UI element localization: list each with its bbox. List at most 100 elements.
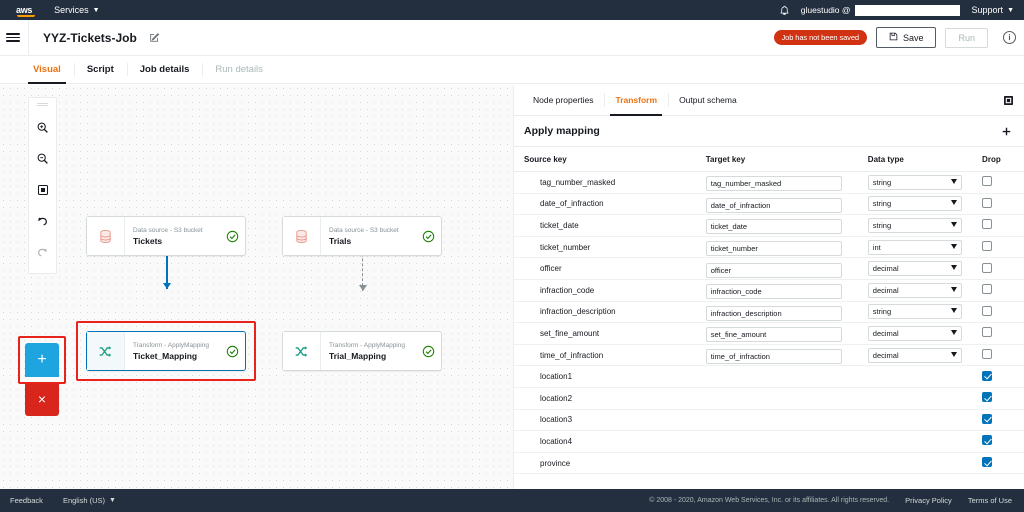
drop-checkbox[interactable] (982, 349, 993, 360)
target-key-input[interactable] (705, 197, 842, 213)
data-type-select[interactable]: decimal (867, 347, 962, 363)
data-type-select[interactable]: string (867, 304, 962, 320)
data-type-value: decimal (867, 325, 962, 341)
node-trials[interactable]: Data source - S3 bucket Trials (282, 216, 442, 256)
data-type-select[interactable]: int (867, 239, 962, 255)
run-button[interactable]: Run (945, 27, 988, 48)
node-text: Data source - S3 bucket Trials (321, 217, 415, 255)
run-label: Run (958, 32, 975, 43)
node-subtitle: Data source - S3 bucket (329, 226, 399, 234)
feedback-link[interactable]: Feedback (10, 496, 43, 505)
tab-node-properties[interactable]: Node properties (533, 95, 594, 105)
tab-run-details[interactable]: Run details (202, 56, 276, 83)
footer-left: Feedback English (US) ▼ (10, 496, 116, 505)
zoom-in-icon[interactable] (28, 112, 57, 143)
add-mapping-icon[interactable] (1001, 126, 1012, 137)
drop-checkbox[interactable] (982, 176, 993, 187)
chevron-down-icon (950, 286, 957, 292)
drop-checkbox[interactable] (982, 370, 993, 381)
node-ticket-mapping[interactable]: Transform - ApplyMapping Ticket_Mapping (86, 331, 246, 371)
fit-to-screen-icon[interactable] (28, 174, 57, 205)
target-key-input[interactable] (705, 327, 842, 343)
aws-top-navigation: aws Services ▼ gluestudio @ Support ▼ (0, 0, 1024, 20)
save-button[interactable]: Save (875, 27, 937, 48)
support-menu[interactable]: Support ▼ (972, 5, 1014, 15)
cell-drop (972, 365, 1024, 388)
cell-source-key: time_of_infraction (514, 344, 696, 367)
node-text: Transform - ApplyMapping Trial_Mapping (321, 332, 415, 370)
drop-checkbox[interactable] (982, 392, 993, 403)
source-key-label: infraction_code (540, 285, 595, 295)
cell-target-key (695, 430, 858, 453)
cell-target-key (695, 171, 858, 194)
delete-node-button[interactable]: × (25, 382, 59, 416)
chevron-down-icon (950, 265, 957, 271)
target-key-input[interactable] (705, 284, 842, 300)
target-key-input[interactable] (705, 349, 842, 365)
tab-output-schema[interactable]: Output schema (668, 85, 748, 115)
node-trial-mapping[interactable]: Transform - ApplyMapping Trial_Mapping (282, 331, 442, 371)
hamburger-icon[interactable] (6, 33, 20, 42)
terms-of-use-link[interactable]: Terms of Use (967, 496, 1012, 505)
data-type-value: string (867, 174, 962, 190)
drop-checkbox[interactable] (982, 197, 993, 208)
table-row: location1 (514, 365, 1024, 388)
undo-icon[interactable] (28, 205, 57, 236)
tab-job-details[interactable]: Job details (126, 56, 203, 83)
cell-target-key (695, 279, 858, 302)
apply-mapping-table: Source key Target key Data type Drop tag… (514, 147, 1024, 475)
data-type-select[interactable]: decimal (867, 261, 962, 277)
edit-pencil-icon[interactable] (149, 32, 160, 43)
cell-data-type: int (857, 236, 973, 259)
valid-check-icon (219, 217, 245, 255)
data-type-select[interactable]: decimal (867, 282, 962, 298)
drop-checkbox[interactable] (982, 219, 993, 230)
drop-checkbox[interactable] (982, 262, 993, 273)
drop-checkbox[interactable] (982, 327, 993, 338)
privacy-policy-link[interactable]: Privacy Policy (905, 496, 952, 505)
data-type-select[interactable]: string (867, 174, 962, 190)
tab-script[interactable]: Script (73, 56, 127, 83)
node-tickets[interactable]: Data source - S3 bucket Tickets (86, 216, 246, 256)
copyright-text: © 2008 - 2020, Amazon Web Services, Inc.… (649, 497, 890, 504)
chevron-down-icon (950, 329, 957, 335)
target-key-input[interactable] (705, 241, 842, 257)
target-key-input[interactable] (705, 176, 842, 192)
tab-transform[interactable]: Transform (604, 85, 668, 116)
add-node-button[interactable]: + (25, 343, 59, 377)
visual-graph-canvas[interactable]: + × Data source - S3 bucket Tickets (0, 85, 513, 489)
data-type-select[interactable]: string (867, 217, 962, 233)
tab-visual[interactable]: Visual (20, 56, 74, 84)
drop-checkbox[interactable] (982, 241, 993, 252)
account-indicator[interactable]: gluestudio @ (801, 4, 960, 16)
collapse-panel-icon[interactable] (1003, 85, 1024, 115)
data-type-select[interactable]: decimal (867, 325, 962, 341)
data-type-select[interactable]: string (867, 196, 962, 212)
chevron-down-icon: ▼ (109, 497, 116, 504)
cell-target-key (695, 301, 858, 324)
page-title: YYZ-Tickets-Job (43, 30, 137, 45)
drop-checkbox[interactable] (982, 435, 993, 446)
cell-drop (972, 193, 1024, 216)
drop-checkbox[interactable] (982, 305, 993, 316)
services-menu[interactable]: Services ▼ (54, 5, 99, 15)
zoom-out-icon[interactable] (28, 143, 57, 174)
target-key-input[interactable] (705, 262, 842, 278)
drop-checkbox[interactable] (982, 413, 993, 424)
column-header-data-type: Data type (857, 147, 973, 172)
page-footer: Feedback English (US) ▼ © 2008 - 2020, A… (0, 489, 1024, 512)
bell-icon[interactable] (779, 5, 789, 16)
target-key-input[interactable] (705, 305, 842, 321)
target-key-input[interactable] (705, 219, 842, 235)
aws-logo[interactable]: aws (16, 4, 36, 17)
drop-checkbox[interactable] (982, 457, 993, 468)
cell-drop (972, 387, 1024, 410)
rail-grip[interactable] (37, 103, 48, 106)
arrow-blue-icon (162, 283, 171, 289)
info-icon[interactable]: i (1003, 31, 1016, 44)
language-selector[interactable]: English (US) ▼ (63, 496, 116, 505)
status-badge: Job has not been saved (773, 30, 867, 45)
drop-checkbox[interactable] (982, 284, 993, 295)
